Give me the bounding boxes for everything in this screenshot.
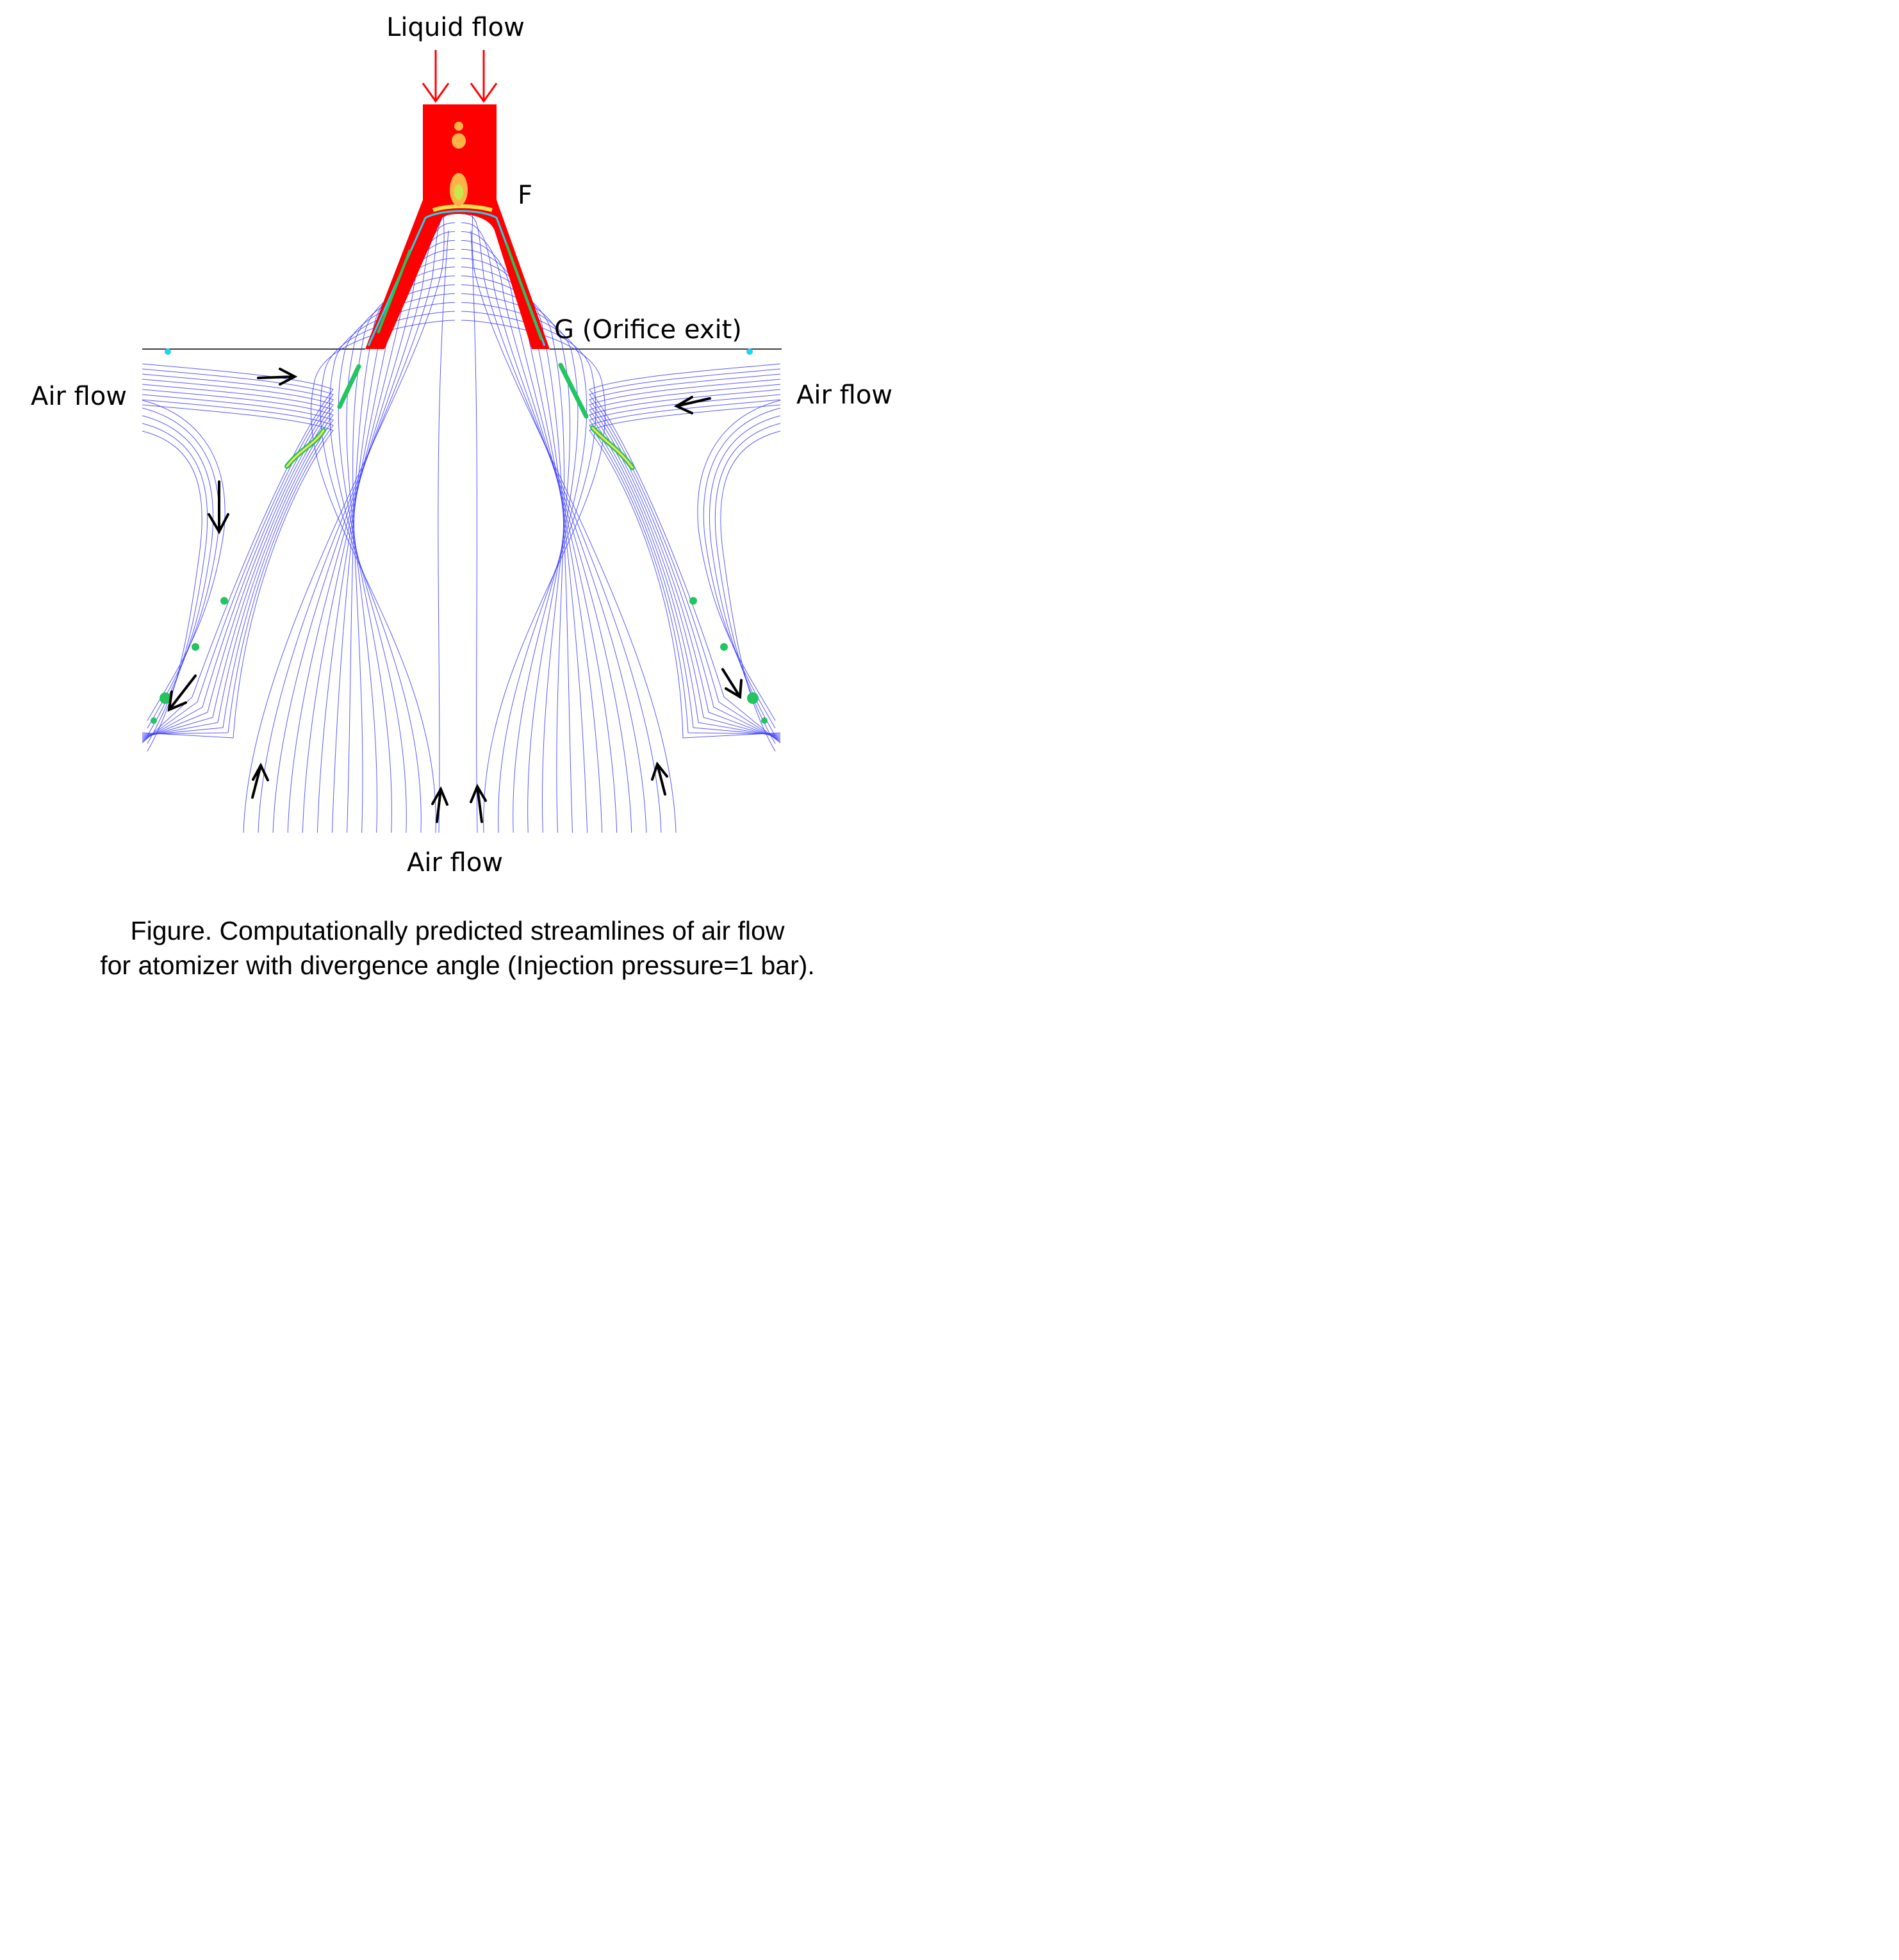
liquid-blob (452, 133, 466, 149)
streamline (142, 407, 220, 729)
caption-line-2: for atomizer with divergence angle (Inje… (100, 951, 815, 980)
droplet (160, 692, 171, 704)
droplet (761, 717, 768, 724)
interface-green-left (377, 249, 411, 334)
streamline (142, 400, 226, 721)
streamline (287, 231, 456, 833)
droplet (220, 597, 228, 605)
streamline (461, 213, 662, 833)
streamline (142, 363, 334, 744)
streamline (589, 363, 781, 744)
liquid-nozzle (365, 104, 550, 349)
interface-cyan (425, 210, 546, 347)
liquid-blob (454, 184, 463, 200)
streamline (461, 311, 596, 833)
liquid-flow-arrows (422, 50, 498, 103)
liquid-arrow-right-head (470, 83, 498, 103)
streamline (703, 407, 781, 729)
streamline (461, 320, 606, 833)
droplet (165, 348, 171, 355)
streamline (461, 257, 588, 833)
air-flow-bottom-label: Air flow (407, 848, 503, 878)
streamline (589, 379, 781, 740)
sheet-fragment-right-3 (591, 427, 634, 469)
diagram-canvas: Liquid flow F G (Orifice exit) Air flow … (31, 13, 892, 980)
droplet (746, 348, 753, 355)
liquid-sheet (365, 200, 550, 349)
streamline (709, 415, 781, 737)
streamline (243, 204, 456, 833)
streamline (461, 231, 632, 833)
streamline (311, 320, 456, 833)
streamline (347, 266, 456, 833)
streamlines (142, 204, 781, 833)
streamline (697, 400, 781, 721)
streamline (461, 266, 573, 833)
streamline (589, 373, 781, 741)
streamline (461, 275, 565, 833)
streamline (720, 430, 781, 752)
arrow-right-top (673, 396, 711, 414)
streamline (461, 302, 588, 833)
arrow-right-diagonal (721, 668, 743, 699)
sheet-fragment-left-3 (286, 429, 325, 468)
streamline (589, 384, 781, 739)
streamline (461, 293, 579, 833)
streamline (589, 399, 781, 735)
streamline (438, 230, 449, 833)
streamline (258, 213, 456, 833)
streamline (589, 404, 781, 739)
interface-yellow (432, 204, 493, 212)
point-g-label: G (Orifice exit) (554, 315, 742, 345)
streamline (142, 373, 334, 741)
point-f-label: F (518, 181, 532, 210)
liquid-flow-label: Liquid flow (386, 13, 525, 42)
arrow-bottom-center-right (470, 783, 487, 823)
droplets (151, 348, 768, 724)
streamline (589, 368, 781, 742)
droplet (192, 643, 199, 651)
arrow-left-top (257, 368, 298, 386)
caption-line-1: Figure. Computationally predicted stream… (131, 916, 785, 945)
sheet-fragment-left-1 (337, 364, 361, 409)
air-flow-left-label: Air flow (31, 382, 127, 411)
streamline (142, 389, 334, 737)
streamline (461, 240, 618, 833)
arrow-bottom-left (251, 762, 269, 799)
streamline (142, 430, 202, 752)
streamline (461, 222, 647, 833)
droplet (747, 692, 759, 704)
interface-green-right (505, 243, 543, 340)
streamline (461, 204, 677, 833)
streamline (142, 384, 334, 739)
streamline (461, 284, 571, 833)
arrow-left-diagonal (167, 674, 197, 712)
streamline (142, 415, 214, 737)
streamline (589, 389, 781, 737)
liquid-blob (454, 122, 463, 131)
air-flow-right-label: Air flow (796, 380, 892, 410)
streamline (470, 230, 478, 833)
streamline (142, 379, 334, 740)
streamline (142, 399, 334, 735)
arrow-bottom-right (651, 761, 668, 796)
liquid-arrow-left-head (422, 83, 450, 103)
arrow-bottom-center-left (431, 786, 448, 823)
sheet-fragment-right-1 (558, 363, 589, 419)
streamline (329, 302, 456, 833)
air-flow-arrows (167, 368, 743, 823)
arrow-left-down (208, 480, 229, 535)
streamline (142, 368, 334, 742)
droplet (689, 597, 697, 605)
droplet (720, 643, 728, 651)
droplet (151, 717, 157, 724)
streamline (461, 249, 603, 833)
streamline (142, 423, 208, 744)
streamline (142, 404, 334, 739)
